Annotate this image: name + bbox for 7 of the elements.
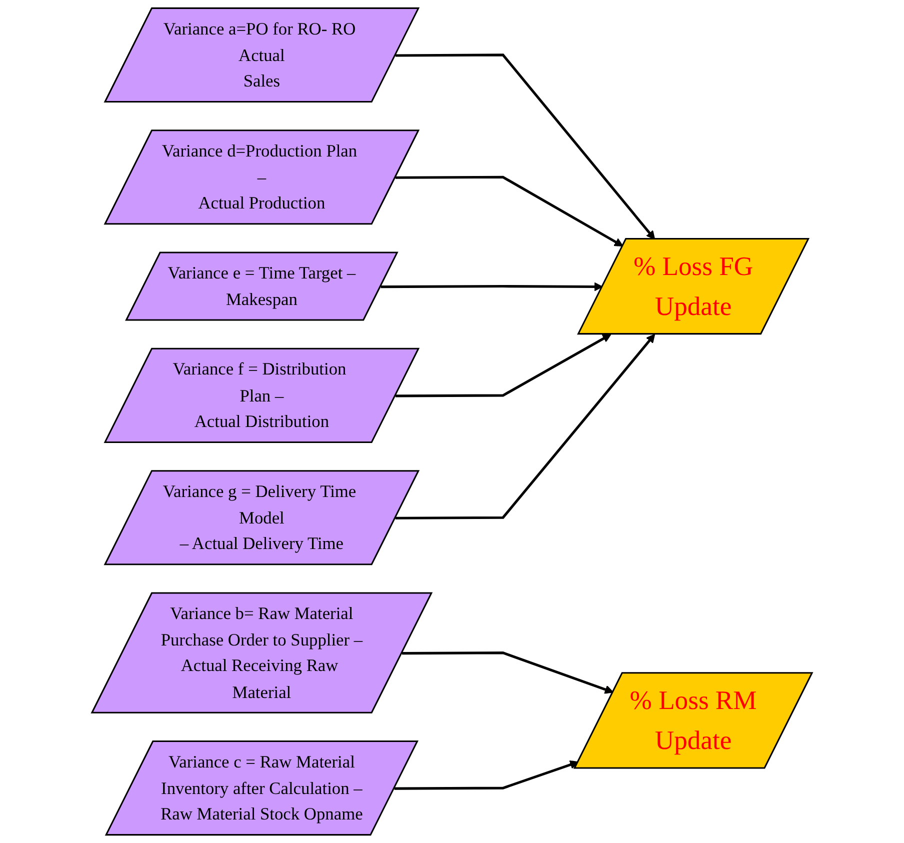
- arrow: [402, 652, 614, 694]
- arrow: [380, 282, 603, 292]
- arrow: [396, 334, 656, 520]
- arrow: [396, 54, 656, 240]
- arrow: [396, 334, 612, 398]
- arrow: [394, 760, 579, 790]
- arrow: [396, 176, 624, 247]
